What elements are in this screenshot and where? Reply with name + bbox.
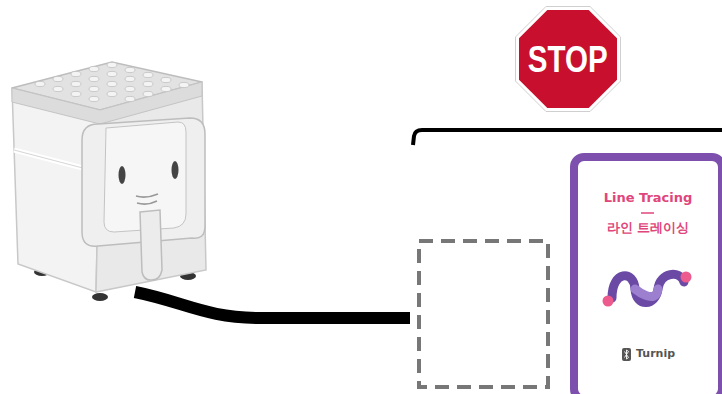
product-card: Line Tracing 라인 트레이싱 Turnip: [570, 153, 722, 394]
robot: [12, 62, 206, 301]
dashed-square: [419, 241, 548, 387]
brand-name: Turnip: [636, 347, 675, 360]
logo: [603, 272, 692, 307]
stop-sign: STOP: [515, 6, 621, 112]
turnip-icon: [622, 348, 631, 361]
octagon-rim: [516, 7, 621, 112]
separator-dash: [641, 212, 654, 214]
bracket: [413, 130, 722, 145]
octagon-face: [519, 10, 617, 108]
card-subtitle: 라인 트레이싱: [607, 220, 690, 236]
track-line: [135, 292, 410, 318]
stop-sign-text: STOP: [528, 38, 608, 81]
card-title: Line Tracing: [604, 190, 693, 206]
card-ground: [574, 157, 722, 394]
